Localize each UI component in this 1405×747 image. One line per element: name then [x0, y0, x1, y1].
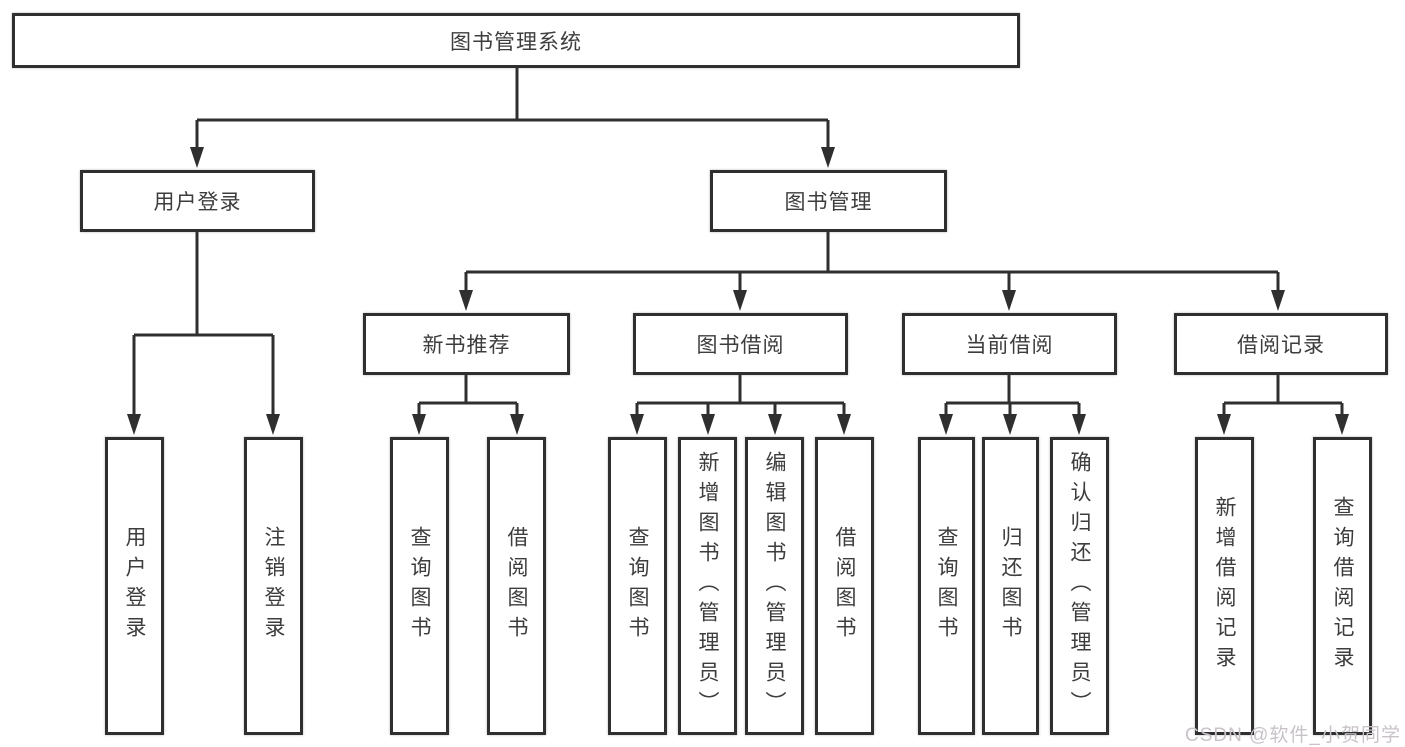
node-book-borrowing: 图书借阅: [633, 313, 848, 375]
node-label: 图书管理: [784, 191, 873, 214]
node-label: 用户登录: [153, 191, 242, 214]
node-label: 用户登录: [123, 526, 146, 646]
leaf-confirm-return-admin: 确认归还（管理员）: [1050, 437, 1109, 735]
node-label: 查询图书: [408, 526, 431, 646]
node-label: 注销登录: [262, 526, 285, 646]
node-label: 当前借阅: [965, 334, 1054, 357]
node-label: 图书借阅: [696, 334, 785, 357]
node-borrowing-records: 借阅记录: [1174, 313, 1388, 375]
leaf-logout: 注销登录: [244, 437, 303, 735]
leaf-add-borrow-record: 新增借阅记录: [1195, 437, 1254, 735]
node-book-management: 图书管理: [710, 170, 947, 232]
leaf-return-books: 归还图书: [982, 437, 1039, 735]
node-label: 新增借阅记录: [1213, 496, 1236, 676]
node-label: 新书推荐: [422, 334, 511, 357]
node-label: 新增图书（管理员）: [696, 451, 719, 721]
node-new-book-recommendation: 新书推荐: [363, 313, 570, 375]
leaf-borrow-books-borrowing: 借阅图书: [815, 437, 874, 735]
csdn-watermark: CSDN @软件_小贺同学: [1185, 725, 1401, 746]
node-label: 查询图书: [935, 526, 958, 646]
node-label: 编辑图书（管理员）: [763, 451, 786, 721]
leaf-edit-book-admin: 编辑图书（管理员）: [745, 437, 804, 735]
node-current-borrowing: 当前借阅: [902, 313, 1117, 375]
leaf-search-borrow-record: 查询借阅记录: [1313, 437, 1372, 735]
node-label: 查询借阅记录: [1331, 496, 1354, 676]
node-label: 借阅图书: [505, 526, 528, 646]
leaf-search-books-current: 查询图书: [918, 437, 975, 735]
node-user-login: 用户登录: [80, 170, 315, 232]
node-label: 确认归还（管理员）: [1068, 451, 1091, 721]
leaf-search-books-recommend: 查询图书: [390, 437, 449, 735]
node-label: 查询图书: [626, 526, 649, 646]
node-label: 图书管理系统: [450, 30, 582, 54]
node-label: 借阅记录: [1237, 334, 1325, 357]
leaf-user-login: 用户登录: [105, 437, 164, 735]
node-library-management-system: 图书管理系统: [12, 13, 1020, 68]
leaf-search-books-borrowing: 查询图书: [608, 437, 667, 735]
leaf-borrow-books-recommend: 借阅图书: [487, 437, 546, 735]
leaf-add-book-admin: 新增图书（管理员）: [678, 437, 737, 735]
node-label: 归还图书: [999, 526, 1022, 646]
node-label: 借阅图书: [833, 526, 856, 646]
